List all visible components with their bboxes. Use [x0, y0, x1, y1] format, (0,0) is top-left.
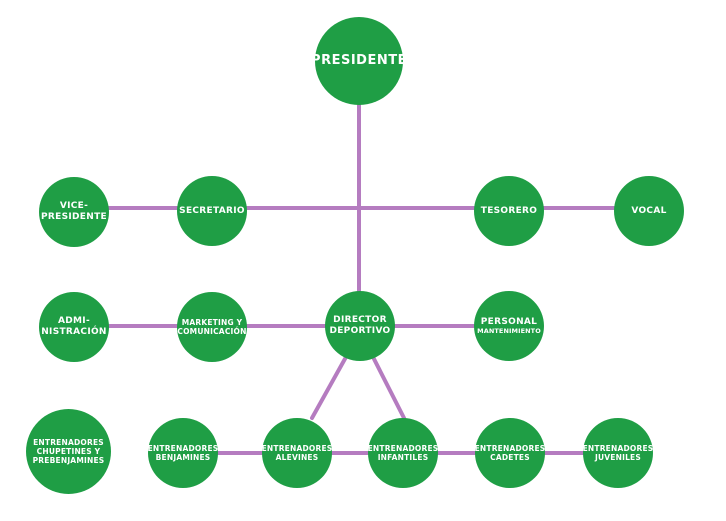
node-secretario: SECRETARIO: [177, 176, 247, 246]
node-director: DIRECTOR DEPORTIVO: [325, 291, 395, 361]
node-label-line: PREBENJAMINES: [32, 456, 105, 465]
node-label-line: CADETES: [490, 453, 530, 462]
node-label-line: NISTRACIÓN: [41, 327, 107, 337]
node-alevines: ENTRENADORES ALEVINES: [262, 418, 332, 488]
node-chupetines: ENTRENADORES CHUPETINES Y PREBENJAMINES: [26, 409, 111, 494]
node-label-line: PERSONAL: [480, 316, 538, 327]
node-vocal: VOCAL: [614, 176, 684, 246]
node-cadetes: ENTRENADORES CADETES: [475, 418, 545, 488]
node-label-line: ENTRENADORES: [261, 444, 333, 453]
node-label-line: DIRECTOR: [333, 315, 387, 326]
node-tesorero: TESORERO: [474, 176, 544, 246]
node-label-line: BENJAMINES: [155, 453, 211, 462]
node-benjamines: ENTRENADORES BENJAMINES: [148, 418, 218, 488]
node-vicepresidente: VICE- PRESIDENTE: [39, 177, 109, 247]
node-label-line: VOCAL: [631, 205, 667, 216]
node-label-line: ENTRENADORES: [474, 444, 546, 453]
node-label-line: ENTRENADORES: [147, 444, 219, 453]
node-infantiles: ENTRENADORES INFANTILES: [368, 418, 438, 488]
node-label-line: PRESIDENTE: [311, 53, 407, 69]
node-label-line: ALEVINES: [275, 453, 319, 462]
node-marketing: MARKETING Y COMUNICACIÓN: [177, 292, 247, 362]
connector-director-alevines: [310, 355, 348, 420]
node-label-line: DEPORTIVO: [329, 326, 391, 336]
node-label-line: ENTRENADORES: [33, 438, 104, 447]
node-presidente: PRESIDENTE: [311, 17, 406, 105]
node-label-line: MARKETING Y: [181, 318, 243, 327]
node-label-line: INFANTILES: [377, 453, 429, 462]
node-label-line: VICE-: [59, 201, 89, 212]
node-personal: PERSONAL MANTENIMIENTO: [474, 291, 544, 361]
node-label-line: ADMI-: [58, 316, 90, 327]
connector-director-infantiles: [371, 355, 406, 420]
node-label-line: ENTRENADORES: [367, 444, 439, 453]
node-label-line: ENTRENADORES: [582, 444, 654, 453]
node-label-line: SECRETARIO: [179, 205, 245, 216]
node-label-line: MANTENIMIENTO: [477, 326, 541, 335]
node-label-line: COMUNICACIÓN: [177, 327, 247, 336]
node-juveniles: ENTRENADORES JUVENILES: [583, 418, 653, 488]
node-label-line: TESORERO: [480, 205, 538, 216]
node-label-line: CHUPETINES Y: [36, 447, 101, 456]
node-label-line: PRESIDENTE: [41, 212, 107, 222]
node-label-line: JUVENILES: [595, 453, 641, 462]
node-administracion: ADMI- NISTRACIÓN: [39, 292, 109, 362]
